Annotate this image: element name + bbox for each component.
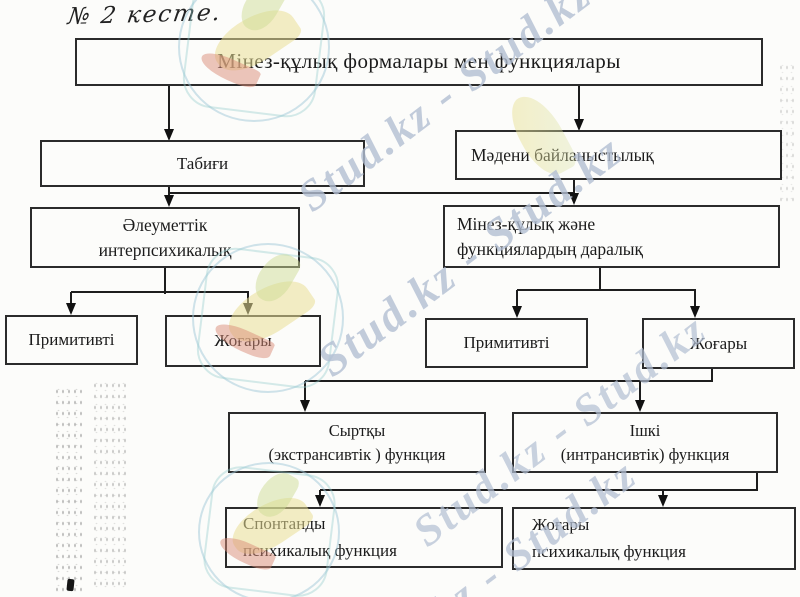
arrow-down-icon bbox=[315, 495, 325, 507]
node-madeni: Мәдени байланыстылық bbox=[455, 130, 782, 180]
connector-line bbox=[578, 85, 580, 119]
node-zhogary-left: Жоғары bbox=[165, 315, 321, 367]
arrow-down-icon bbox=[243, 303, 253, 315]
connector-line bbox=[320, 489, 758, 491]
connector-line bbox=[599, 267, 601, 291]
handwritten-note: № 2 кесте. bbox=[66, 0, 224, 31]
node-aleumettik: Әлеуметтік интерпсихикалық bbox=[30, 207, 300, 268]
arrow-down-icon bbox=[66, 303, 76, 315]
arrow-down-icon bbox=[512, 306, 522, 318]
connector-line bbox=[639, 381, 641, 401]
connector-line bbox=[573, 180, 575, 194]
connector-line bbox=[168, 85, 170, 129]
connector-line bbox=[164, 267, 166, 294]
arrow-down-icon bbox=[635, 400, 645, 412]
scan-noise-band bbox=[54, 386, 82, 592]
arrow-down-icon bbox=[164, 195, 174, 207]
node-primitivti-right: Примитивті bbox=[425, 318, 588, 368]
connector-line bbox=[168, 187, 170, 196]
scan-noise-band bbox=[92, 380, 126, 592]
node-ishki-function: Ішкі (интрансивтік) функция bbox=[512, 412, 778, 473]
connector-line bbox=[756, 473, 758, 491]
scan-ink-mark bbox=[66, 578, 75, 592]
arrow-down-icon bbox=[300, 400, 310, 412]
connector-line bbox=[70, 292, 72, 304]
connector-line bbox=[304, 381, 306, 401]
connector-line bbox=[319, 490, 321, 496]
watermark-text: Stud.kz - Stud.kz bbox=[288, 0, 602, 222]
node-root: Мінез-құлық формалары мен функциялары bbox=[75, 38, 763, 86]
connector-line bbox=[71, 291, 249, 293]
node-tabigi: Табиғи bbox=[40, 140, 365, 187]
node-spontandy-function: Спонтанды психикалық функция bbox=[225, 507, 503, 568]
connector-line bbox=[694, 290, 696, 307]
connector-line bbox=[169, 192, 575, 194]
node-minez-daralyk: Мінез-құлық және функциялардың даралық bbox=[443, 205, 780, 268]
arrow-down-icon bbox=[164, 129, 174, 141]
connector-line bbox=[516, 290, 518, 307]
node-syrtky-function: Сыртқы (экстрансивтік ) функция bbox=[228, 412, 486, 473]
logo-bird-wing-green bbox=[234, 0, 289, 38]
node-zhogary-psy-function: Жоғары психикалық функция bbox=[512, 507, 796, 570]
arrow-down-icon bbox=[658, 495, 668, 507]
connector-line bbox=[517, 289, 696, 291]
connector-line bbox=[711, 369, 713, 382]
node-zhogary-right: Жоғары bbox=[642, 318, 795, 369]
connector-line bbox=[305, 380, 713, 382]
connector-line bbox=[662, 490, 664, 496]
arrow-down-icon bbox=[690, 306, 700, 318]
node-primitivti-left: Примитивті bbox=[5, 315, 138, 365]
arrow-down-icon bbox=[569, 193, 579, 205]
